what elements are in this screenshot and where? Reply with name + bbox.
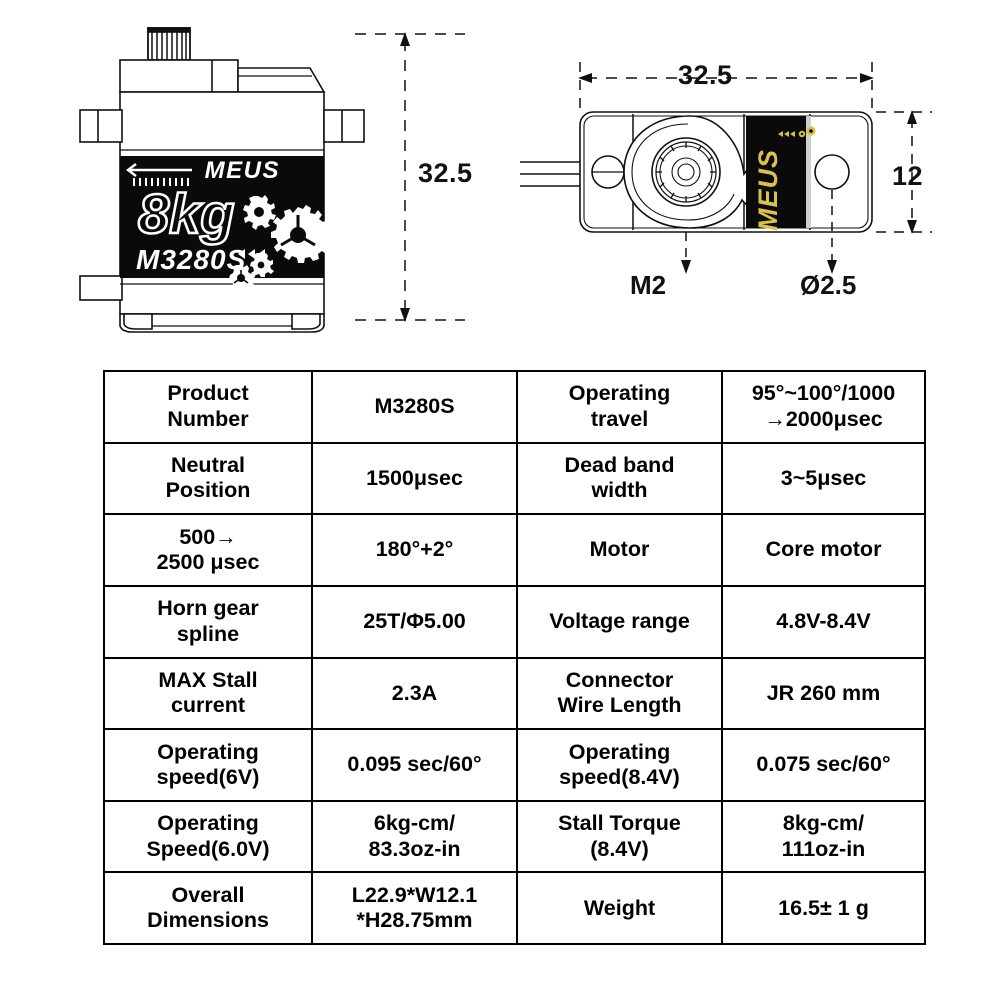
spec-value: JR 260 mm	[721, 656, 926, 731]
spec-label: Voltage range	[516, 584, 723, 659]
brand-text-top: MEUS	[753, 149, 783, 231]
screw-callout: M2	[630, 270, 667, 300]
gear-graphic	[229, 195, 332, 292]
spec-value: 2.3A	[311, 656, 518, 731]
spec-value: 95°~100°/1000→2000μsec	[721, 370, 926, 444]
side-view-height-value: 32.5	[418, 158, 473, 188]
output-spline-shaft	[147, 27, 191, 61]
spec-label: Motor	[516, 513, 723, 587]
spec-value: 1500μsec	[311, 441, 518, 516]
spec-label: 500→2500 μsec	[103, 513, 313, 587]
spec-label: Weight	[516, 871, 723, 945]
spec-label: Stall Torque(8.4V)	[516, 799, 723, 874]
top-view-height-value: 12	[892, 161, 924, 191]
servo-top-view-drawing: MEUS	[520, 58, 932, 274]
top-view-width-value: 32.5	[678, 60, 733, 90]
torque-text: 8kg	[138, 182, 235, 245]
spec-value: 0.095 sec/60°	[311, 728, 518, 802]
servo-top-label: MEUS	[746, 116, 816, 231]
spec-value: 4.8V-8.4V	[721, 584, 926, 659]
brand-text: MEUS	[205, 157, 280, 184]
hole-callout: Ø2.5	[800, 270, 857, 300]
servo-side-label: MEUS 8kg M3280S	[120, 156, 332, 292]
model-text: M3280S	[136, 244, 246, 275]
spec-value: M3280S	[311, 370, 518, 444]
spec-value: L22.9*W12.1*H28.75mm	[311, 871, 518, 945]
side-view-height-dimension	[355, 32, 465, 322]
spec-value: 180°+2°	[311, 513, 518, 587]
spec-value: 3~5μsec	[721, 441, 926, 516]
spec-value: 6kg-cm/83.3oz-in	[311, 799, 518, 874]
spec-value: 25T/Φ5.00	[311, 584, 518, 659]
tick-marks-icon	[133, 178, 189, 186]
spec-value: Core motor	[721, 513, 926, 587]
spec-value: 16.5± 1 g	[721, 871, 926, 945]
spec-value: 8kg-cm/111oz-in	[721, 799, 926, 874]
direction-arrow-icon	[126, 163, 192, 177]
servo-side-view-drawing: MEUS 8kg M3280S	[79, 27, 365, 333]
spec-value: 0.075 sec/60°	[721, 728, 926, 802]
